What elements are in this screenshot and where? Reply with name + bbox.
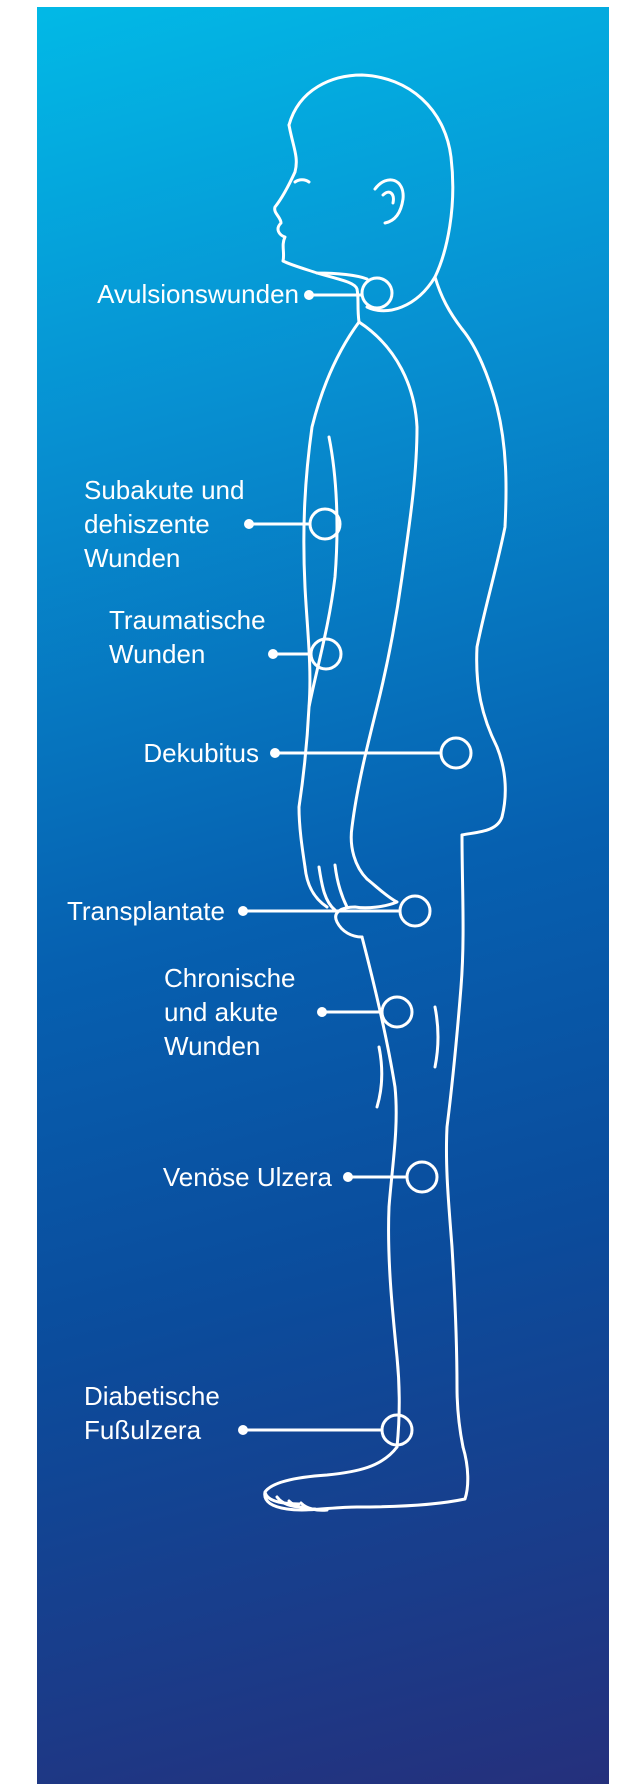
- leg-back: [446, 835, 463, 1447]
- leader-dot-venoes: [345, 1174, 352, 1181]
- marker-circle-dekubitus: [441, 738, 471, 768]
- face-outline: [275, 125, 367, 279]
- label-chronisch: Chronische und akute Wunden: [164, 961, 296, 1063]
- calf-line: [377, 1047, 382, 1107]
- leader-dot-avulsion: [306, 292, 313, 299]
- leader-dot-subakut: [246, 521, 253, 528]
- marker-circle-chronisch: [382, 997, 412, 1027]
- leader-dot-transplantate: [240, 908, 247, 915]
- leader-dot-dekubitus: [272, 750, 279, 757]
- head-outline: [289, 75, 453, 311]
- torso-front: [299, 322, 359, 867]
- arm-outer: [351, 322, 417, 879]
- eye: [295, 180, 309, 182]
- label-diabetisch: Diabetische Fußulzera: [84, 1379, 220, 1447]
- leader-dot-chronisch: [319, 1009, 326, 1016]
- marker-circle-subakut: [310, 509, 340, 539]
- marker-circle-trauma: [311, 639, 341, 669]
- neck-front: [317, 273, 359, 322]
- knee-line: [435, 1007, 438, 1067]
- label-dekubitus: Dekubitus: [143, 736, 259, 770]
- marker-circle-venoes: [407, 1162, 437, 1192]
- label-venoes: Venöse Ulzera: [163, 1160, 332, 1194]
- ear: [375, 180, 403, 223]
- diagram-panel: Avulsionswunden Subakute und dehiszente …: [37, 7, 609, 1784]
- neck-back: [435, 277, 462, 329]
- marker-circle-avulsion: [362, 278, 392, 308]
- foot-outline: [265, 1447, 468, 1510]
- label-trauma: Traumatische Wunden: [109, 603, 266, 671]
- label-transplantate: Transplantate: [67, 894, 225, 928]
- hand-outline: [305, 865, 397, 937]
- label-subakut: Subakute und dehiszente Wunden: [84, 473, 244, 575]
- marker-circle-transplantate: [400, 896, 430, 926]
- label-avulsion: Avulsionswunden: [97, 277, 299, 311]
- leader-dot-diabetisch: [240, 1427, 247, 1434]
- leader-dot-trauma: [270, 651, 277, 658]
